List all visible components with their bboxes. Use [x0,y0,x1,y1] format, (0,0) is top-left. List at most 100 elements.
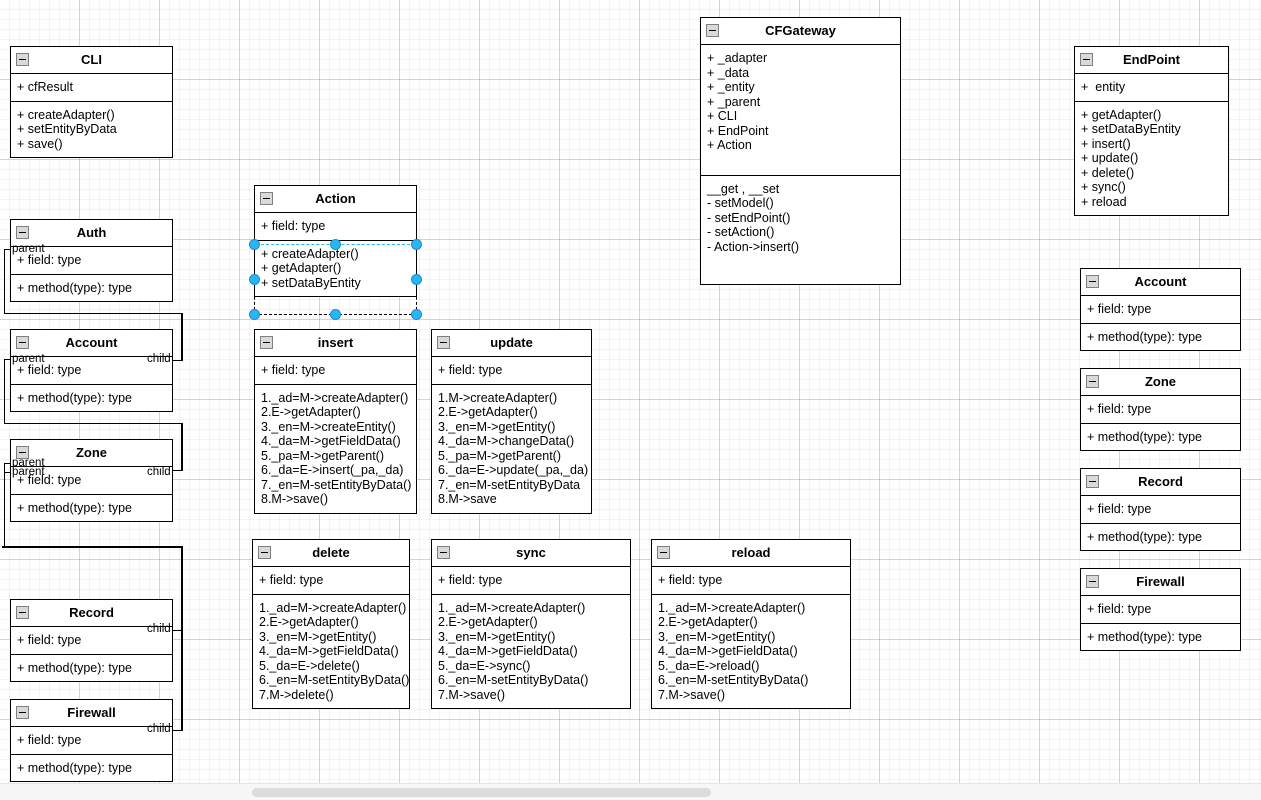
class-title-bar: Action [255,186,416,213]
connector-label: child [147,623,171,635]
uml-class-cfgateway[interactable]: CFGateway+ _adapter+ _data+ _entity+ _pa… [700,17,901,285]
uml-class-account-left[interactable]: Account+ field: type+ method(type): type [10,329,173,412]
method-item: 1._ad=M->createAdapter() [261,390,409,405]
resize-handle[interactable] [249,239,260,250]
class-title-bar: Auth [11,220,172,247]
attribute-item: + CLI [707,109,738,123]
minus-box-icon[interactable] [437,546,450,559]
method-item: 6._en=M-setEntityByData() [438,673,589,687]
connector-segment [2,546,183,548]
minus-box-icon[interactable] [16,606,29,619]
resize-handle[interactable] [411,239,422,250]
attribute-item: + field: type [261,363,326,377]
class-title-bar: Zone [11,440,172,467]
method-item: 1._ad=M->createAdapter() [259,600,407,615]
resize-handle[interactable] [330,309,341,320]
resize-handle[interactable] [249,309,260,320]
resize-handle[interactable] [330,239,341,250]
attributes-compartment: + field: type [432,567,630,595]
minus-box-icon[interactable] [1086,375,1099,388]
uml-class-zone-right[interactable]: Zone+ field: type+ method(type): type [1080,368,1241,451]
uml-class-record-right[interactable]: Record+ field: type+ method(type): type [1080,468,1241,551]
class-title-bar: insert [255,330,416,357]
class-title-bar: reload [652,540,850,567]
attribute-item: + field: type [438,363,503,377]
method-item: - setModel() [707,196,774,210]
resize-handle[interactable] [411,309,422,320]
method-item: __get , __set [707,181,780,196]
class-name: insert [317,335,354,350]
resize-handle[interactable] [249,274,260,285]
uml-class-endpoint[interactable]: EndPoint+ entity+ getAdapter()+ setDataB… [1074,46,1229,216]
minus-box-icon[interactable] [260,336,273,349]
horizontal-scrollbar[interactable] [0,783,1261,800]
attribute-item: + _data [707,65,750,80]
attribute-item: + field: type [17,733,82,747]
connector-segment [4,359,5,423]
minus-box-icon[interactable] [16,226,29,239]
minus-box-icon[interactable] [1086,475,1099,488]
minus-box-icon[interactable] [258,546,271,559]
minus-box-icon[interactable] [260,192,273,205]
minus-box-icon[interactable] [16,706,29,719]
method-item: 6._da=E->update(_pa,_da) [438,463,589,477]
method-item: + setEntityByData [17,122,117,136]
class-title-bar: EndPoint [1075,47,1228,74]
connector-label: parent [12,243,45,255]
scrollbar-thumb[interactable] [252,788,711,797]
minus-box-icon[interactable] [437,336,450,349]
uml-class-firewall-right[interactable]: Firewall+ field: type+ method(type): typ… [1080,568,1241,651]
class-title-bar: Record [11,600,172,627]
connector-segment [181,423,183,471]
minus-box-icon[interactable] [1086,575,1099,588]
method-item: 7.M->save() [658,687,726,702]
minus-box-icon[interactable] [16,53,29,66]
method-item: 2.E->getAdapter() [261,405,361,419]
attribute-item: + field: type [17,473,82,487]
methods-compartment: + method(type): type [1081,423,1240,450]
class-name: Zone [75,445,108,460]
uml-class-cli[interactable]: CLI+ cfResult+ createAdapter()+ setEntit… [10,46,173,158]
attributes-compartment: + field: type [11,357,172,385]
minus-box-icon[interactable] [16,446,29,459]
method-item: + method(type): type [17,500,132,515]
method-item: 4._da=M->changeData() [438,434,575,448]
class-name: Account [1134,274,1187,289]
methods-compartment: + method(type): type [11,654,172,681]
uml-class-zone-left[interactable]: Zone + field: type + method(type): type [10,439,173,522]
uml-class-record-left[interactable]: Record+ field: type+ method(type): type [10,599,173,682]
uml-class-account-right[interactable]: Account+ field: type+ method(type): type [1080,268,1241,351]
uml-class-firewall-left[interactable]: Firewall+ field: type+ method(type): typ… [10,699,173,782]
class-name: Firewall [1136,574,1185,589]
minus-box-icon[interactable] [657,546,670,559]
attribute-item: + entity [1081,80,1126,94]
resize-handle[interactable] [411,274,422,285]
minus-box-icon[interactable] [1086,275,1099,288]
method-item: + reload [1081,194,1127,209]
method-item: 6._da=E->insert(_pa,_da) [261,463,404,477]
attributes-compartment: + entity [1075,74,1228,102]
attribute-item: + field: type [1087,502,1152,516]
method-item: 3._en=M->getEntity() [658,629,776,644]
methods-compartment: + method(type): type [11,494,172,521]
method-item: + method(type): type [17,660,132,675]
connector-segment [164,630,183,631]
class-title-bar: Record [1081,469,1240,496]
uml-class-auth[interactable]: Auth+ field: type+ method(type): type [10,219,173,302]
method-item: 5._pa=M->getParent() [438,448,561,463]
minus-box-icon[interactable] [1080,53,1093,66]
method-item: + delete() [1081,165,1135,180]
minus-box-icon[interactable] [706,24,719,37]
method-item: + method(type): type [17,390,132,405]
connector-label: child [147,466,171,478]
method-item: + setDataByEntity [1081,122,1181,136]
class-title-bar: delete [253,540,409,567]
minus-box-icon[interactable] [16,336,29,349]
class-name: Record [69,605,114,620]
uml-class-insert[interactable]: insert + field: type 1._ad=M->createAdapte… [254,329,417,514]
